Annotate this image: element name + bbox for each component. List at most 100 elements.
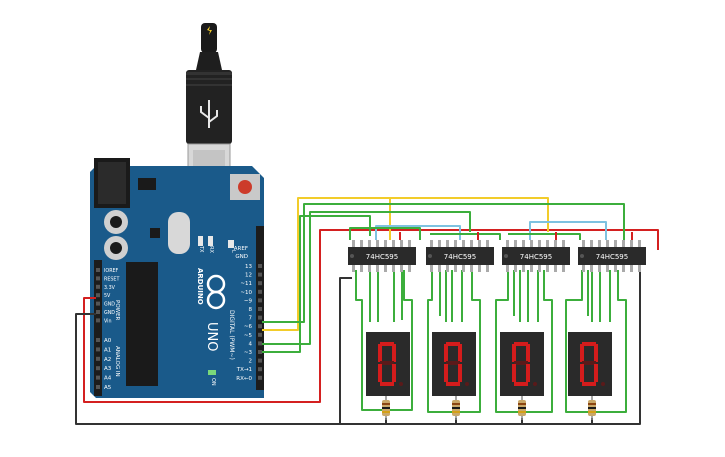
- digital-pin-socket[interactable]: [258, 375, 262, 380]
- resistors: [382, 396, 596, 420]
- power-pin-socket[interactable]: [96, 310, 100, 314]
- on-label: ON: [210, 378, 216, 386]
- power-pin-socket[interactable]: [96, 268, 100, 272]
- digital-pin-socket[interactable]: [258, 272, 262, 277]
- aref-label: AREF: [234, 246, 248, 252]
- shift-register-74hc595[interactable]: 74HC595: [502, 240, 570, 272]
- shift-register-label: 74HC595: [596, 253, 628, 261]
- seven-segment-display[interactable]: 0: [500, 332, 544, 396]
- resistor[interactable]: [518, 396, 526, 420]
- wire-green-seg4b[interactable]: [587, 270, 611, 322]
- digital-pin-socket[interactable]: [258, 358, 262, 363]
- power-pin-socket[interactable]: [96, 318, 100, 323]
- digital-pin-socket[interactable]: [258, 332, 262, 337]
- resistor[interactable]: [588, 396, 596, 420]
- wire-green-seg2b[interactable]: [439, 270, 463, 322]
- shift-register-74hc595[interactable]: 74HC595: [578, 240, 646, 272]
- digital-pin-label: ~3: [244, 350, 253, 356]
- wire-green-clock[interactable]: [262, 211, 471, 345]
- digital-pin-socket[interactable]: [258, 367, 262, 372]
- digital-pin-socket[interactable]: [258, 264, 262, 268]
- segment: [444, 364, 448, 382]
- wire-red-vcc-chain[interactable]: [399, 232, 633, 240]
- analog-pin-socket[interactable]: [96, 375, 100, 380]
- segment: [380, 342, 394, 346]
- analog-pin-socket[interactable]: [96, 347, 100, 352]
- analog-pin-socket[interactable]: [96, 356, 100, 361]
- digital-pin-label: 4: [249, 341, 253, 347]
- atmega-chip: [126, 262, 158, 386]
- analog-pin-label: A3: [104, 366, 112, 372]
- digital-pin-label: ~10: [240, 290, 252, 296]
- resistor[interactable]: [382, 396, 390, 420]
- segment: [526, 344, 530, 362]
- seven-segment-display[interactable]: 0: [568, 332, 612, 396]
- wire-red-5v[interactable]: [83, 229, 659, 403]
- wires: [75, 197, 659, 425]
- digital-pin-socket[interactable]: [258, 341, 262, 346]
- power-pin-socket[interactable]: [96, 293, 100, 298]
- wire-green-seg1b[interactable]: [369, 270, 403, 322]
- analog-pin-socket[interactable]: [96, 385, 100, 389]
- analog-pin-label: A1: [104, 347, 111, 353]
- wire-green-seg3b[interactable]: [513, 270, 539, 322]
- wire-yellow-data[interactable]: [262, 197, 549, 331]
- reset-button[interactable]: [238, 180, 252, 194]
- digital-pin-socket[interactable]: [258, 298, 262, 303]
- display-digit: 0: [605, 388, 608, 393]
- shift-register-74hc595[interactable]: 74HC595: [426, 240, 494, 272]
- segment: [594, 364, 598, 382]
- analog-pin-label: A0: [104, 338, 112, 344]
- shift-registers: 74HC595 74HC595 74HC595 74HC595: [348, 240, 646, 272]
- wire-black-resistors[interactable]: [339, 277, 593, 424]
- segment: [582, 361, 596, 365]
- power-pin-socket[interactable]: [96, 284, 100, 289]
- led-tx-label: TX: [198, 245, 204, 253]
- segment: [446, 342, 460, 346]
- power-pin-label: 3.3V: [104, 285, 116, 291]
- digital-pin-label: TX→1: [236, 367, 252, 373]
- power-pin-label: Vin: [104, 318, 112, 324]
- analog-pin-socket[interactable]: [96, 338, 100, 342]
- segment: [444, 344, 448, 362]
- digital-pin-socket[interactable]: [258, 324, 262, 329]
- analog-pin-label: A5: [104, 385, 112, 391]
- shift-register-label: 74HC595: [444, 253, 476, 261]
- usb-symbol-icon: [200, 100, 218, 128]
- seven-segment-display[interactable]: 0: [366, 332, 410, 396]
- power-pin-socket[interactable]: [96, 301, 100, 306]
- wire-green-3[interactable]: [262, 215, 371, 353]
- digital-pin-label: ~9: [244, 298, 253, 304]
- power-pin-label: RESET: [104, 276, 119, 282]
- segment: [514, 382, 528, 386]
- power-pin-socket[interactable]: [96, 276, 100, 281]
- bolt-icon: [207, 26, 212, 35]
- digital-pin-socket[interactable]: [258, 281, 262, 286]
- digital-pin-label: 8: [249, 307, 253, 313]
- arduino-brand: ARDUINO: [196, 268, 204, 305]
- digital-pin-socket[interactable]: [258, 350, 262, 354]
- voltage-regulator: [138, 178, 156, 190]
- wire-black-gnd[interactable]: [75, 270, 641, 425]
- digital-pin-label: ~5: [244, 333, 253, 339]
- shift-register-74hc595[interactable]: 74HC595: [348, 240, 416, 272]
- segment: [512, 364, 516, 382]
- shift-register-label: 74HC595: [366, 253, 398, 261]
- resistor[interactable]: [452, 396, 460, 420]
- wire-blue-2[interactable]: [529, 221, 607, 240]
- power-analog-header: [94, 260, 102, 396]
- segment: [380, 382, 394, 386]
- digital-pin-socket[interactable]: [258, 315, 262, 320]
- led-l-label: L: [230, 250, 236, 253]
- analog-pin-socket[interactable]: [96, 366, 100, 371]
- wire-green-latch[interactable]: [262, 203, 625, 323]
- wire-green-chain[interactable]: [349, 227, 581, 240]
- seven-segment-display[interactable]: 0: [432, 332, 476, 396]
- power-pin-label: 5V: [104, 293, 111, 299]
- digital-pin-socket[interactable]: [258, 307, 262, 311]
- digital-pin-socket[interactable]: [258, 289, 262, 294]
